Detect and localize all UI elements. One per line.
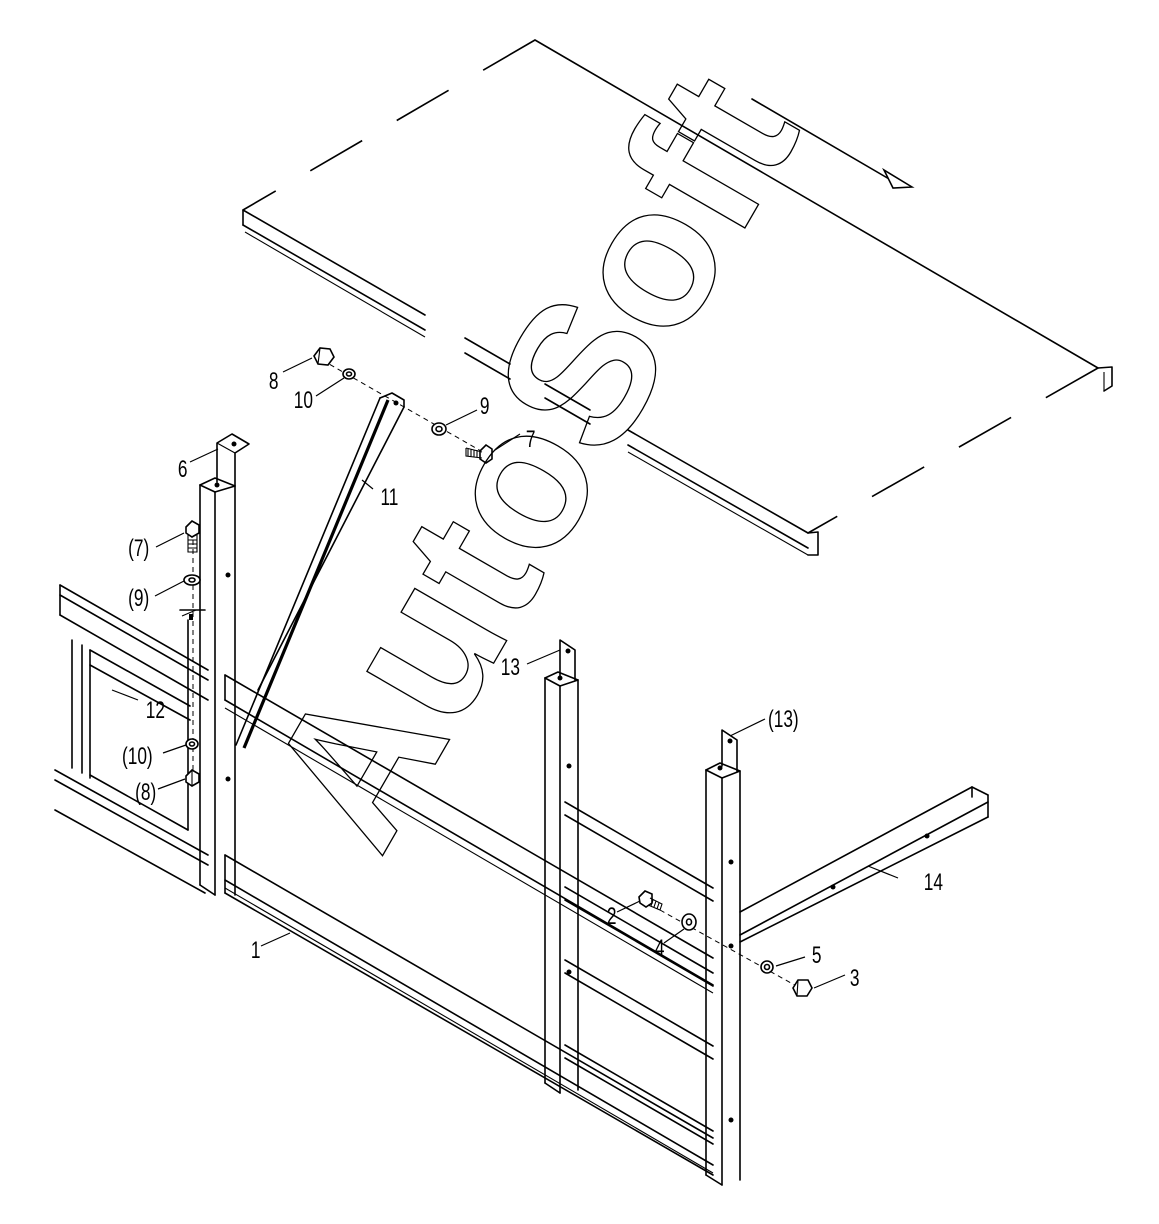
callout-9: 9 — [480, 393, 490, 419]
upright-post-left — [199, 433, 250, 896]
diagonal-brace — [235, 392, 405, 749]
callout-7-ref: (7) — [128, 535, 149, 561]
leader-lines — [111, 357, 899, 989]
callout-7: 7 — [526, 426, 536, 452]
callout-5: 5 — [812, 942, 822, 968]
hardware-right — [638, 890, 813, 997]
upright-post-right — [705, 729, 741, 1186]
hardware-left — [183, 520, 201, 787]
callout-1: 1 — [251, 937, 261, 963]
callout-14: 14 — [924, 869, 944, 895]
side-rail — [739, 786, 989, 943]
callout-labels: 1 2 3 4 5 6 7 (7) 8 (8) 9 (9) 10 (10) 11… — [122, 368, 943, 991]
callout-13-ref: (13) — [768, 706, 799, 732]
callout-10: 10 — [294, 387, 313, 413]
hardware-top — [313, 347, 493, 464]
callout-8-ref: (8) — [135, 779, 156, 805]
callout-3: 3 — [850, 965, 860, 991]
callout-12: 12 — [146, 697, 165, 723]
watermark: AutoSoft — [224, 39, 839, 882]
upright-post-center — [544, 639, 579, 1094]
direction-arrow-icon — [751, 98, 915, 189]
roof-panel — [242, 39, 1113, 556]
base-frame — [54, 584, 714, 1176]
callout-6: 6 — [178, 456, 188, 482]
callout-10-ref: (10) — [122, 743, 153, 769]
callout-11: 11 — [380, 484, 398, 510]
callout-2: 2 — [607, 903, 617, 929]
callout-8: 8 — [269, 368, 279, 394]
callout-9-ref: (9) — [128, 585, 149, 611]
callout-4: 4 — [655, 935, 665, 961]
callout-13: 13 — [501, 654, 520, 680]
roof-front-edge — [242, 209, 819, 556]
